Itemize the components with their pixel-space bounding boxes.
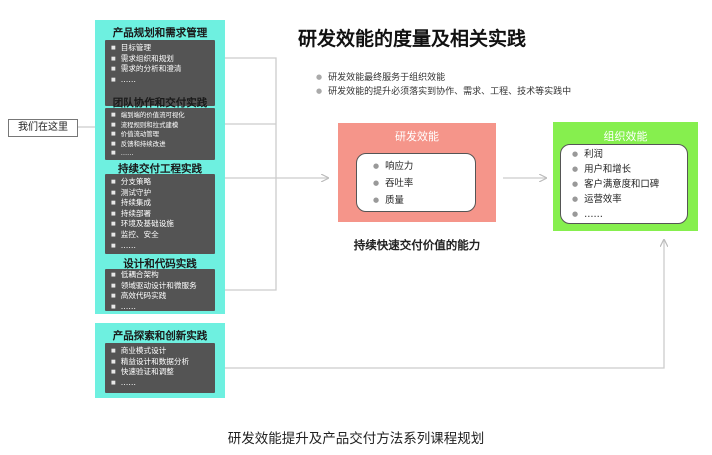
- list-item: ……: [111, 149, 215, 159]
- list-item: 价值流动管理: [111, 130, 215, 140]
- list-item: 持续集成: [111, 198, 215, 209]
- group-list-product-planning: 目标管理 需求组织和规划 需求的分析和澄清 ……: [105, 40, 215, 106]
- group-title-product-planning: 产品规划和需求管理: [112, 27, 208, 39]
- group-list-continuous-delivery: 分支策略 测试守护 持续集成 持续部署 环境及基础设施 监控、安全 ……: [105, 174, 215, 254]
- list-item: 用户和增长: [572, 162, 687, 177]
- figure-caption: 研发效能提升及产品交付方法系列课程规划: [227, 431, 485, 447]
- list-item: 利润: [572, 147, 687, 162]
- org-efficiency-box: 组织效能 利润 用户和增长 客户满意度和口碑 运营效率 ……: [553, 122, 698, 231]
- innovation-panel: 产品探索和创新实践 商业模式设计 精益设计和数据分析 快速验证和调整 ……: [95, 323, 225, 398]
- list-item: 分支策略: [111, 177, 215, 188]
- group-title-product-innovation: 产品探索和创新实践: [112, 330, 208, 342]
- list-item: 高效代码实践: [111, 291, 215, 302]
- group-list-team-collaboration: 端到端的价值流可视化 流程规则和拉式建模 价值流动管理 反馈和持续改进 ……: [105, 108, 215, 160]
- note-1: 研发效能最终服务于组织效能: [316, 70, 445, 83]
- list-item: ……: [111, 241, 215, 252]
- practice-panel: 产品规划和需求管理 目标管理 需求组织和规划 需求的分析和澄清 …… 团队协作和…: [95, 20, 225, 314]
- list-item: 反馈和持续改进: [111, 140, 215, 150]
- list-item: ……: [111, 378, 215, 389]
- list-item: 精益设计和数据分析: [111, 357, 215, 368]
- group-title-design-code: 设计和代码实践: [123, 258, 197, 270]
- list-item: 响应力: [373, 158, 475, 175]
- list-item: 质量: [373, 192, 475, 209]
- note-2: 研发效能的提升必须落实到协作、需求、工程、技术等实践中: [316, 84, 571, 97]
- list-item: 客户满意度和口碑: [572, 177, 687, 192]
- main-title: 研发效能的度量及相关实践: [298, 28, 527, 50]
- list-item: 商业模式设计: [111, 346, 215, 357]
- list-item: 测试守护: [111, 188, 215, 199]
- rd-efficiency-title: 研发效能: [395, 130, 439, 143]
- list-item: 快速验证和调整: [111, 367, 215, 378]
- group-list-product-innovation: 商业模式设计 精益设计和数据分析 快速验证和调整 ……: [105, 343, 215, 393]
- list-item: 领域驱动设计和微服务: [111, 281, 215, 292]
- list-item: 环境及基础设施: [111, 219, 215, 230]
- list-item: ……: [111, 75, 215, 86]
- rd-efficiency-subtitle: 持续快速交付价值的能力: [353, 238, 481, 252]
- org-efficiency-title: 组织效能: [603, 130, 648, 143]
- list-item: 持续部署: [111, 209, 215, 220]
- group-title-team-collaboration: 团队协作和交付实践: [112, 97, 208, 109]
- org-efficiency-metrics: 利润 用户和增长 客户满意度和口碑 运营效率 ……: [560, 144, 688, 224]
- list-item: 需求的分析和澄清: [111, 64, 215, 75]
- list-item: 运营效率: [572, 192, 687, 207]
- list-item: 目标管理: [111, 43, 215, 54]
- list-item: 需求组织和规划: [111, 54, 215, 65]
- list-item: 流程规则和拉式建模: [111, 121, 215, 131]
- list-item: 低耦合架构: [111, 270, 215, 281]
- list-item: 监控、安全: [111, 230, 215, 241]
- group-title-continuous-delivery: 持续交付工程实践: [118, 163, 202, 175]
- group-list-design-code: 低耦合架构 领域驱动设计和微服务 高效代码实践 ……: [105, 269, 215, 311]
- callout-we-are-here: 我们在这里: [8, 119, 78, 137]
- list-item: ……: [111, 302, 215, 313]
- list-item: 吞吐率: [373, 175, 475, 192]
- rd-efficiency-metrics: 响应力 吞吐率 质量: [356, 153, 476, 212]
- rd-efficiency-box: 研发效能 响应力 吞吐率 质量: [338, 123, 496, 222]
- list-item: 端到端的价值流可视化: [111, 111, 215, 121]
- list-item: ……: [572, 207, 687, 222]
